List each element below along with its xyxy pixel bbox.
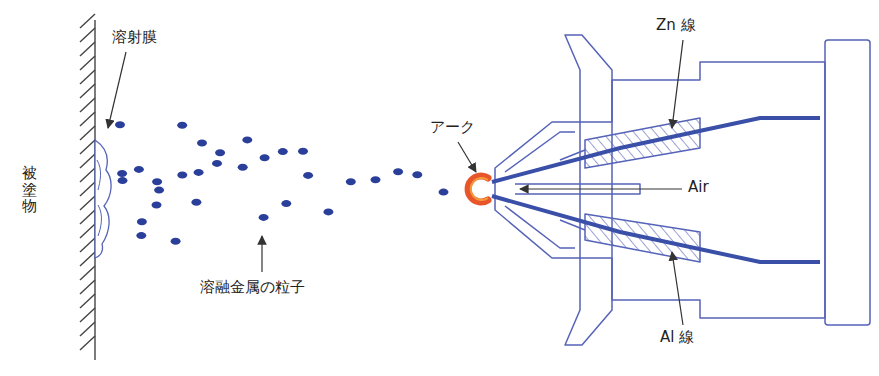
- hatch-stroke: [80, 70, 95, 84]
- particle: [439, 189, 449, 196]
- particle: [298, 148, 308, 155]
- hatch-stroke: [80, 252, 95, 266]
- hatch-stroke: [80, 238, 95, 252]
- hatch-stroke: [80, 294, 95, 308]
- coating-label: 溶射膜: [112, 28, 157, 46]
- particle: [259, 214, 269, 221]
- air-label: Air: [688, 178, 709, 196]
- hatch-stroke: [80, 84, 95, 98]
- particle: [212, 160, 222, 167]
- hatch-stroke: [80, 14, 95, 28]
- arc-label: アーク: [430, 118, 475, 136]
- particle: [191, 199, 201, 206]
- hatch-stroke: [80, 154, 95, 168]
- particle: [412, 171, 422, 178]
- particle: [136, 232, 146, 239]
- hatch-stroke: [80, 322, 95, 336]
- hatch-stroke: [80, 196, 95, 210]
- al-wire: [492, 196, 820, 262]
- particle: [117, 170, 127, 177]
- hatch-stroke: [80, 56, 95, 70]
- particle: [152, 202, 162, 209]
- hatch-stroke: [80, 140, 95, 154]
- hatch-stroke: [80, 280, 95, 294]
- arc: [468, 176, 488, 202]
- molten-particles: [115, 121, 449, 245]
- hatch-stroke: [80, 112, 95, 126]
- wire-label: Al 線: [660, 328, 694, 346]
- particle: [177, 122, 187, 129]
- particle: [215, 149, 225, 156]
- particle: [194, 169, 204, 176]
- hatch-stroke: [80, 308, 95, 322]
- particle: [242, 136, 252, 143]
- particle: [137, 218, 147, 225]
- hatch-stroke: [80, 42, 95, 56]
- hatch-stroke: [80, 126, 95, 140]
- wire-label: Zn 線: [656, 16, 696, 34]
- hatch-stroke: [80, 210, 95, 224]
- zn-wire: [492, 118, 820, 182]
- particle: [118, 177, 128, 184]
- particle: [134, 166, 144, 173]
- sprayed-coating: [95, 140, 111, 258]
- hatch-stroke: [80, 28, 95, 42]
- particle: [197, 140, 207, 147]
- hatch-stroke: [80, 168, 95, 182]
- particle: [115, 121, 125, 128]
- particle: [393, 168, 403, 175]
- hatch-stroke: [80, 336, 95, 350]
- leader-arrows: [108, 40, 683, 325]
- particle: [177, 172, 187, 179]
- spray-gun: [495, 35, 870, 345]
- particle: [278, 148, 288, 155]
- hatch-stroke: [80, 98, 95, 112]
- hatch-stroke: [80, 182, 95, 196]
- particle: [152, 178, 162, 185]
- hatch-stroke: [80, 266, 95, 280]
- particle: [281, 200, 291, 207]
- substrate-wall: [80, 14, 95, 360]
- particle: [238, 164, 248, 171]
- hatch-stroke: [80, 224, 95, 238]
- particle: [303, 172, 313, 179]
- particle: [323, 208, 333, 215]
- substrate-label: 被塗物: [22, 165, 37, 215]
- particle: [260, 154, 270, 161]
- particle: [346, 178, 356, 185]
- particle: [154, 187, 164, 194]
- particle: [171, 238, 181, 245]
- particle-label: 溶融金属の粒子: [200, 278, 305, 296]
- particle: [371, 176, 381, 183]
